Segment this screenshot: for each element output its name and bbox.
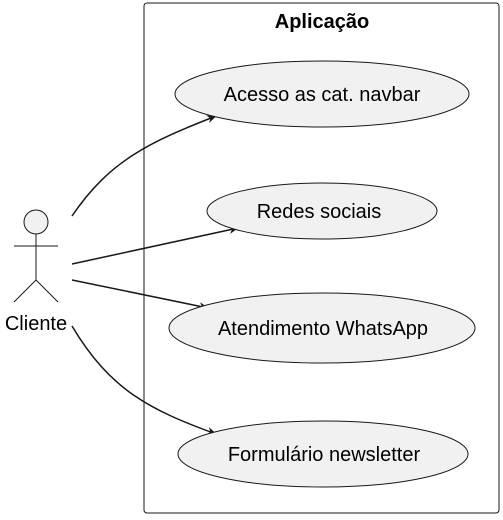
actor-left-leg (13, 279, 37, 303)
system-boundary (143, 2, 500, 514)
system-title: Aplicação (275, 11, 369, 33)
use-case-navbar-shape (174, 60, 470, 128)
use-case-newsletter-shape (177, 420, 469, 488)
use-case-redes-sociais[interactable]: Redes sociais (206, 182, 438, 240)
association-redes-sociais (71, 225, 239, 265)
use-case-whatsapp-label: Atendimento WhatsApp (218, 318, 428, 340)
association-navbar (71, 115, 217, 217)
actor-name: Cliente (5, 313, 67, 335)
actor-head (23, 209, 49, 235)
actor-right-leg (35, 279, 59, 303)
association-newsletter (71, 325, 217, 435)
use-case-redes-sociais-shape (206, 182, 438, 240)
use-case-navbar-label: Acesso as cat. navbar (224, 84, 421, 106)
use-case-newsletter-label: Formulário newsletter (228, 444, 421, 466)
use-case-whatsapp-shape (168, 292, 476, 364)
actor-figure[interactable] (13, 209, 59, 303)
use-case-navbar[interactable]: Acesso as cat. navbar (174, 60, 470, 128)
use-case-whatsapp[interactable]: Atendimento WhatsApp (168, 292, 476, 364)
association-whatsapp (71, 279, 209, 311)
use-case-redes-sociais-label: Redes sociais (257, 201, 382, 223)
use-case-newsletter[interactable]: Formulário newsletter (177, 420, 469, 488)
